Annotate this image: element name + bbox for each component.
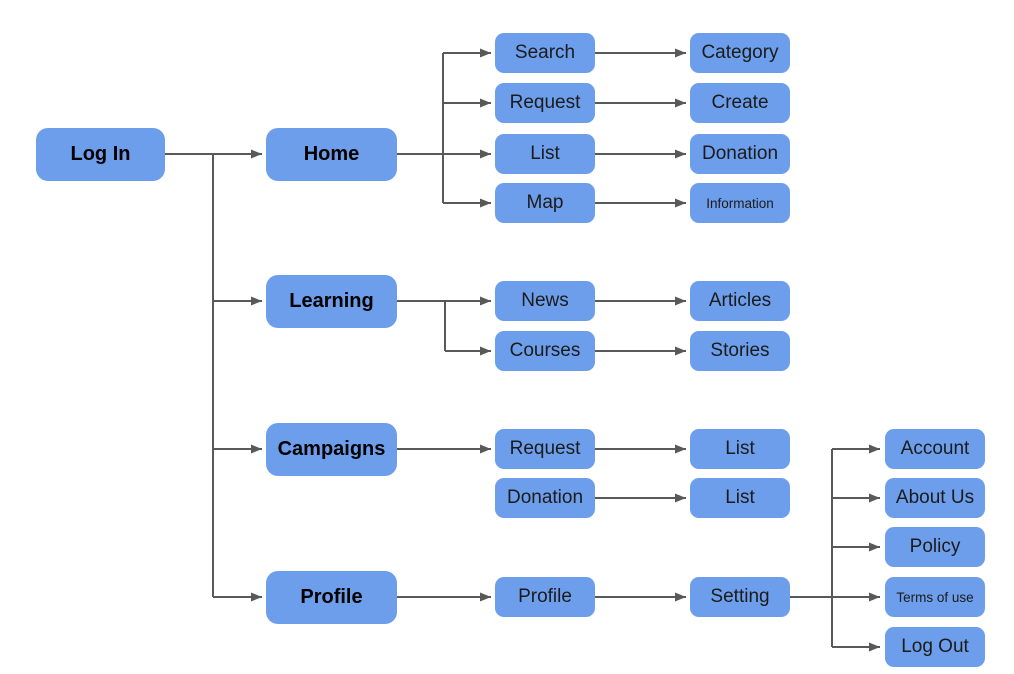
node-news: News [495,281,595,321]
connector-login-branches [165,149,262,602]
node-profile: Profile [266,571,397,624]
node-home-search: Search [495,33,595,73]
node-articles: Articles [690,281,790,321]
node-policy: Policy [885,527,985,567]
node-log-out: Log Out [885,627,985,667]
node-account: Account [885,429,985,469]
node-profile-profile: Profile [495,577,595,617]
connector-setting-branches [790,444,880,652]
node-campaigns-donation-list: List [690,478,790,518]
node-about-us: About Us [885,478,985,518]
node-stories: Stories [690,331,790,371]
connector-campaigns-children-to-leaves [595,444,686,503]
node-donation: Donation [690,134,790,174]
connector-learning-children-to-leaves [595,296,686,356]
node-campaigns-donation: Donation [495,478,595,518]
node-category: Category [690,33,790,73]
node-create: Create [690,83,790,123]
node-terms-of-use: Terms of use [885,577,985,617]
connector-home-branches [397,48,491,208]
node-campaigns-request: Request [495,429,595,469]
node-information: Information [690,183,790,223]
connector-home-children-to-leaves [595,48,686,208]
node-campaigns: Campaigns [266,423,397,476]
node-learning: Learning [266,275,397,328]
connector-learning-branches [397,296,491,356]
node-courses: Courses [495,331,595,371]
node-campaigns-request-list: List [690,429,790,469]
node-login: Log In [36,128,165,181]
node-setting: Setting [690,577,790,617]
node-home-list: List [495,134,595,174]
node-home: Home [266,128,397,181]
node-home-request: Request [495,83,595,123]
node-home-map: Map [495,183,595,223]
